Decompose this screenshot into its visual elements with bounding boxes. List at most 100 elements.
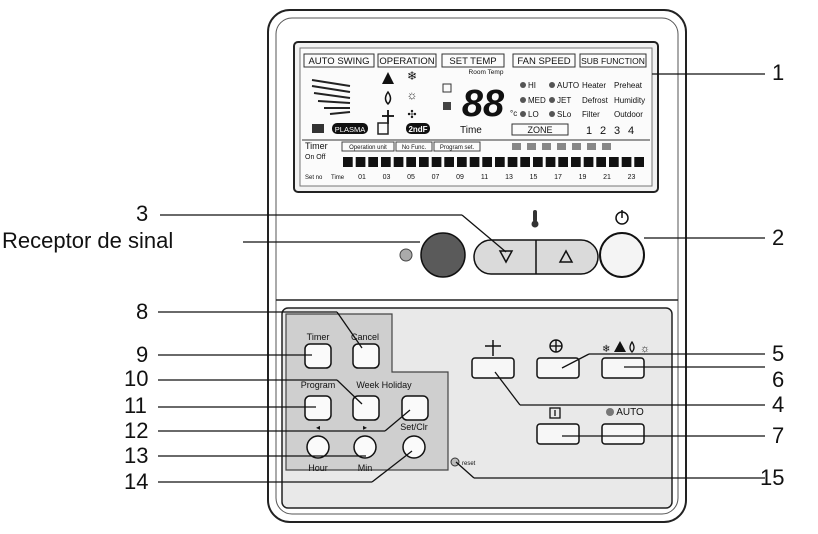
min-button[interactable] [353, 435, 377, 459]
callout-11: 11 [124, 393, 147, 418]
timer-strip: Timer On Off Operation unit No Func. Pro… [305, 141, 644, 181]
zone-frame [511, 123, 569, 136]
auto-label: AUTO [616, 407, 644, 418]
set-temp-area: Room Temp 88 °c [442, 69, 517, 125]
tab-set-temp-frame [441, 53, 505, 68]
temp-digits: 88 [462, 83, 505, 125]
callout-9: 9 [136, 342, 149, 367]
fan-jet: JET [557, 96, 571, 105]
power-button[interactable] [599, 232, 645, 278]
temp-down-button[interactable] [476, 242, 534, 272]
signal-receiver [420, 232, 466, 278]
fan-lo: LO [528, 110, 539, 119]
triangle-down-icon [498, 250, 514, 264]
on-off-label: On Off [305, 154, 326, 161]
program-set-label: Program set. [440, 145, 475, 151]
hour-label: 11 [481, 174, 488, 181]
cancel-button-label: Cancel [351, 332, 379, 342]
callout-2: 2 [772, 225, 785, 250]
callout-6: 6 [772, 367, 785, 392]
fan-slo: SLo [557, 110, 572, 119]
timer-segment [520, 157, 530, 167]
timer-segment [469, 157, 480, 167]
program-set-frame [433, 141, 481, 152]
set-clr-button[interactable] [402, 435, 426, 459]
callout-7: 7 [772, 423, 785, 448]
time-label: Time [460, 125, 482, 136]
mode-button[interactable] [601, 357, 645, 379]
right-arrow-icon: ▸ [363, 423, 367, 432]
sub-preheat: Preheat [614, 81, 643, 90]
timer-segment [431, 157, 442, 167]
tab-auto-swing-frame [303, 53, 375, 68]
plasma-key-icon [549, 407, 561, 419]
temp-up-button[interactable] [538, 242, 596, 272]
reset-button[interactable] [450, 457, 460, 467]
timer-segment [355, 157, 366, 167]
sub-filter: Filter [582, 110, 600, 119]
timer-segment [621, 157, 632, 167]
set-clr-extra-button[interactable] [401, 395, 429, 421]
tab-sub-function-frame [579, 53, 647, 68]
callout-10: 10 [124, 366, 149, 391]
leader-10 [336, 379, 363, 405]
sub-humidity: Humidity [614, 96, 645, 105]
fan-auto: AUTO [557, 81, 579, 90]
sub-heater: Heater [582, 81, 606, 90]
zone-2: 2 [600, 125, 606, 137]
triangle-up-icon [558, 249, 574, 263]
leader-14 [371, 450, 413, 483]
leader-12 [384, 409, 411, 432]
zone-4: 4 [628, 125, 634, 137]
hour-label: 17 [554, 174, 562, 181]
timer-segment [419, 157, 429, 167]
fan-jet-icon [549, 97, 555, 103]
callout-5: 5 [772, 341, 785, 366]
heat-icon: ☼ [640, 343, 650, 355]
fan-speed-button[interactable] [536, 357, 580, 379]
fan-icon-top [485, 340, 501, 356]
program-button[interactable] [304, 395, 332, 421]
callout-15: 15 [760, 465, 785, 490]
tab-set-temp: SET TEMP [449, 56, 496, 67]
time-row-label: Time [331, 175, 345, 181]
timer-segment [482, 157, 492, 167]
cancel-button[interactable] [352, 343, 380, 369]
plasma-indicator-icon [312, 124, 324, 133]
timer-segment [545, 157, 556, 167]
fan-slo-icon [549, 111, 555, 117]
fan-mode-icon [382, 110, 394, 124]
dry-icon [629, 340, 635, 353]
cool-icon: ❄ [602, 344, 610, 355]
degree-symbol: °c [510, 109, 517, 118]
left-arrow-icon: ◂ [316, 423, 320, 432]
tab-sub-function: SUB FUNCTION [581, 56, 645, 66]
auto-button[interactable] [601, 423, 645, 445]
hour-label: 01 [358, 174, 366, 181]
second-f-label: 2ndF [408, 125, 427, 134]
fan-button[interactable] [471, 357, 515, 379]
timer-segment [571, 157, 581, 167]
timer-segment [393, 157, 404, 167]
mode-icons: ❄ ☼ [602, 340, 650, 355]
tab-operation: OPERATION [379, 56, 434, 67]
timer-segment [368, 157, 378, 167]
swing-lines-icon [311, 79, 351, 115]
timer-button[interactable] [304, 343, 332, 369]
hour-label: 21 [603, 174, 611, 181]
zone-1: 1 [586, 125, 592, 137]
tab-fan-speed-frame [512, 53, 576, 68]
signal-led [399, 248, 413, 262]
fan-hi-icon [520, 82, 526, 88]
set-clr-label: Set/Clr [400, 422, 428, 432]
timer-segment [609, 157, 619, 167]
hour-button[interactable] [306, 435, 330, 459]
heat-mode-icon: ☼ [407, 88, 418, 102]
plasma-badge [332, 123, 368, 134]
receptor-label: Receptor de sinal [2, 228, 174, 253]
tab-fan-speed: FAN SPEED [517, 56, 570, 67]
plasma-button[interactable] [536, 423, 580, 445]
timer-segment [343, 157, 353, 167]
